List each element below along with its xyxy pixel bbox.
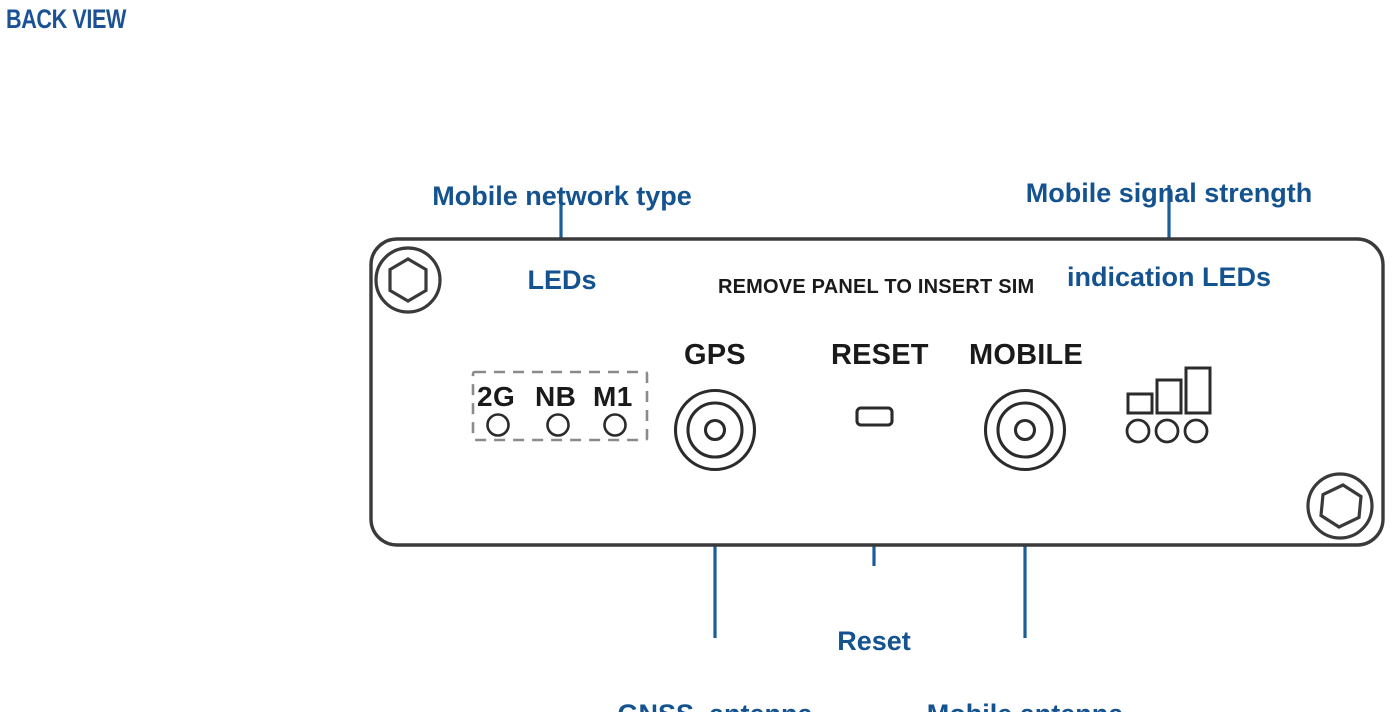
device-panel-body [369, 237, 1385, 547]
callout-signal-strength-leds: Mobile signal strength indication LEDs [1001, 123, 1337, 348]
led-m1 [603, 413, 627, 437]
port-label-reset: RESET [831, 339, 929, 371]
signal-bar-1 [1126, 392, 1154, 415]
port-label-mobile: MOBILE [969, 339, 1083, 371]
signal-bar-3 [1184, 366, 1212, 415]
led-2g [486, 413, 510, 437]
port-label-gps: GPS [684, 339, 746, 371]
sim-instruction-text: REMOVE PANEL TO INSERT SIM [718, 276, 1035, 298]
signal-bar-2 [1155, 378, 1183, 415]
callout-line: Mobile signal strength [1025, 178, 1313, 209]
signal-strength-leds [1125, 418, 1209, 444]
callout-line: Mobile network type [432, 181, 692, 212]
page-title: BACK VIEW [6, 4, 126, 34]
signal-led-2 [1154, 418, 1180, 444]
led-label-2g: 2G [477, 381, 516, 412]
mounting-screw-top-left [374, 246, 442, 314]
signal-strength-bars [1126, 366, 1212, 415]
callout-line: Mobile antenna [865, 700, 1185, 712]
callout-line: Reset [837, 626, 911, 657]
hex-socket-icon [388, 257, 428, 303]
signal-led-1 [1125, 418, 1151, 444]
network-led-group-outline [471, 370, 649, 442]
led-label-m1: M1 [593, 381, 633, 412]
network-led-indicators [486, 413, 627, 437]
led-nb [546, 413, 570, 437]
callout-network-type-leds: Mobile network type LEDs [394, 126, 730, 351]
callout-gnss-antenna-connector: GNSS antenna connector [555, 644, 875, 712]
callout-line: GNSS antenna [555, 700, 875, 712]
reset-button[interactable] [855, 406, 894, 427]
led-label-nb: NB [535, 381, 577, 412]
callout-line: LEDs [527, 265, 597, 296]
hex-socket-icon [1319, 483, 1363, 529]
callout-line: indication LEDs [1066, 262, 1272, 293]
signal-led-3 [1183, 418, 1209, 444]
callout-mobile-antenna-connector: Mobile antenna connector [865, 644, 1185, 712]
mounting-screw-bottom-right [1306, 472, 1374, 540]
gps-antenna-connector[interactable] [673, 388, 757, 472]
mobile-antenna-connector[interactable] [983, 388, 1067, 472]
